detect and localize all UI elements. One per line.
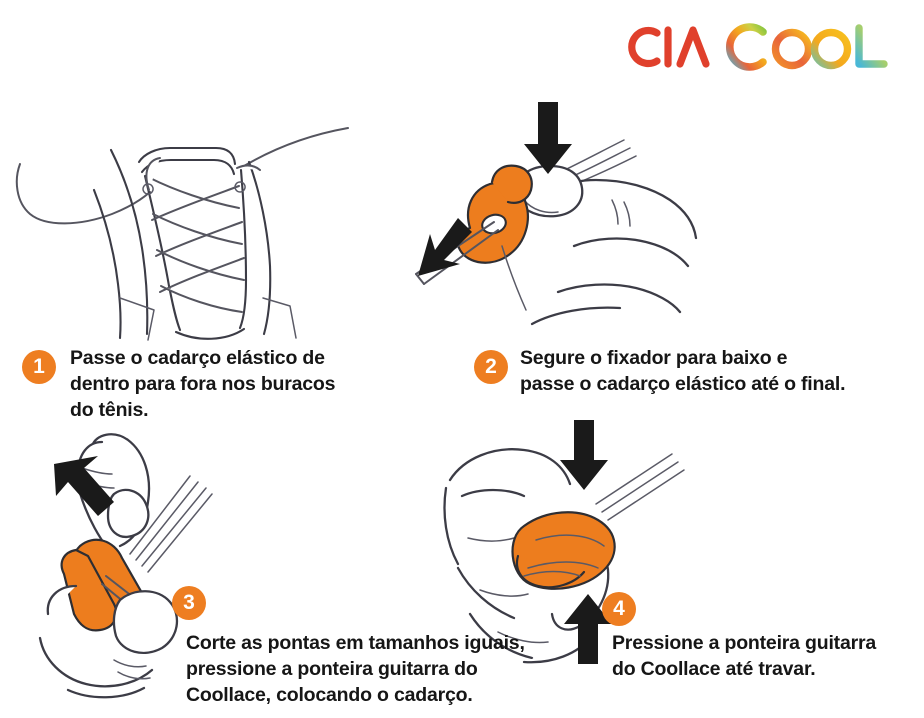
step-2-badge: 2 bbox=[474, 350, 508, 384]
step-1-text: Passe o cadarço elástico de dentro para … bbox=[70, 347, 336, 421]
step-2-text: Segure o fixador para baixo e passe o ca… bbox=[520, 347, 846, 395]
step-3-badge: 3 bbox=[172, 586, 206, 620]
step-3-text: Corte as pontas em tamanhos iguais, pres… bbox=[186, 632, 525, 706]
down-arrow bbox=[524, 102, 572, 174]
up-arrow bbox=[564, 594, 612, 664]
step-1-illustration bbox=[8, 98, 358, 343]
step-4-text: Pressione a ponteira guitarra do Coollac… bbox=[612, 632, 877, 680]
step-2-illustration bbox=[398, 96, 708, 331]
up-left-arrow bbox=[54, 456, 114, 516]
diagonal-down-left-arrow bbox=[418, 218, 472, 276]
down-arrow bbox=[560, 420, 608, 490]
step-4-badge: 4 bbox=[602, 592, 636, 626]
step-3-illustration bbox=[18, 428, 288, 708]
step-4-illustration bbox=[428, 418, 738, 668]
ciacool-logo bbox=[616, 16, 906, 78]
step-1-badge: 1 bbox=[22, 350, 56, 384]
